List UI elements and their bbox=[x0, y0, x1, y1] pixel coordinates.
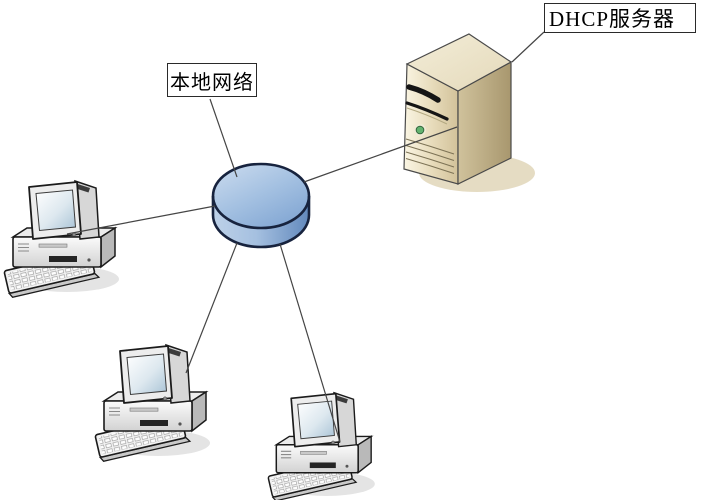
drive-slot-groove bbox=[406, 107, 448, 125]
server-vents bbox=[405, 138, 455, 175]
label-local-network-text: 本地网络 bbox=[170, 71, 254, 94]
connector-hub-to-bottom-right-pc bbox=[279, 243, 341, 443]
connector-hub-to-bottom-left-pc bbox=[185, 242, 238, 374]
drive-slot bbox=[405, 101, 449, 121]
server-icon bbox=[403, 33, 535, 192]
connector-dhcp-label-to-server bbox=[511, 31, 545, 63]
workstation-icon-bottom-left bbox=[94, 344, 211, 463]
workstation-icon-bottom-right bbox=[267, 391, 376, 500]
workstation-icon-left bbox=[3, 180, 120, 299]
connector-hub-to-left-pc bbox=[66, 205, 216, 235]
network-hub-icon bbox=[211, 162, 311, 249]
hub-top bbox=[211, 162, 311, 230]
label-local-network: 本地网络 bbox=[167, 63, 257, 97]
label-dhcp-server: DHCP服务器 bbox=[544, 3, 696, 33]
connector-lines bbox=[66, 31, 545, 443]
hub-outline bbox=[211, 196, 311, 249]
connector-localnet-label-to-hub bbox=[209, 98, 238, 178]
server-top-face bbox=[405, 33, 513, 92]
power-led-icon bbox=[415, 125, 425, 135]
label-dhcp-server-text: DHCP服务器 bbox=[549, 7, 676, 31]
power-led-ring bbox=[413, 123, 427, 137]
connector-hub-to-server bbox=[303, 126, 458, 183]
drive-slot bbox=[406, 84, 441, 103]
